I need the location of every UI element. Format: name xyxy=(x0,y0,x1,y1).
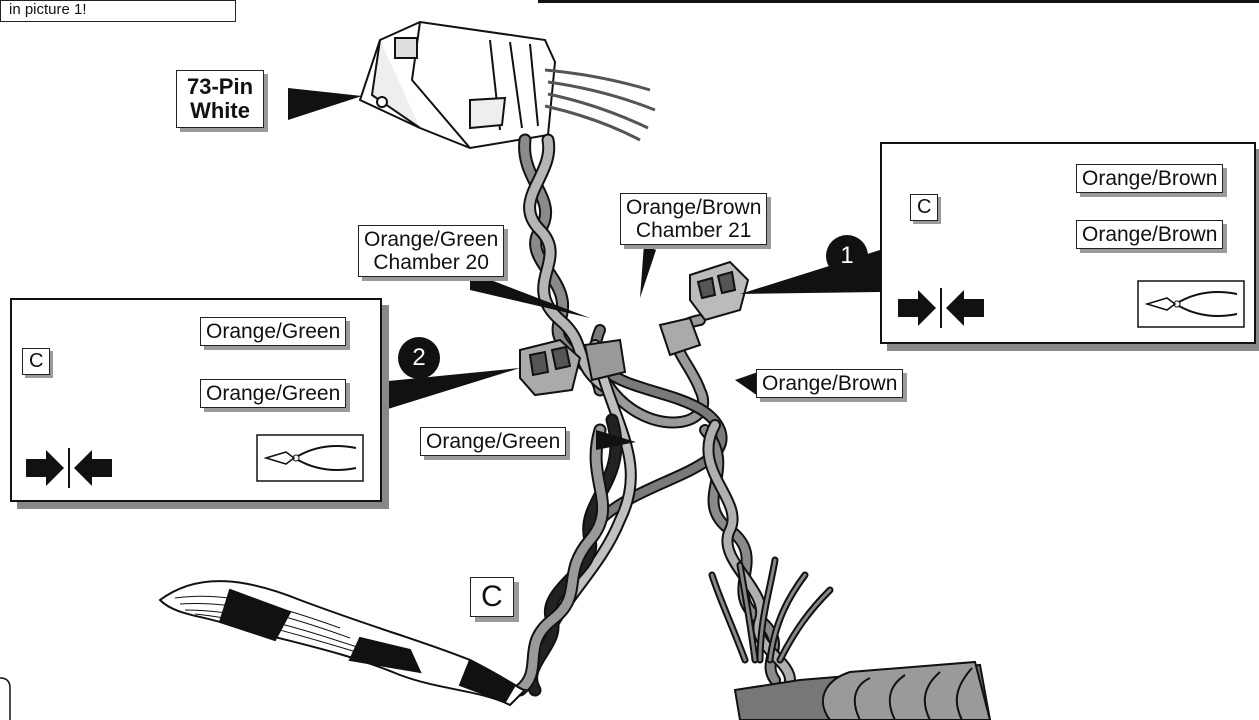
orange-brown-wire-label: Orange/Brown xyxy=(756,369,904,399)
wire-color-text: Orange/Green xyxy=(364,228,499,251)
splice-connector-2 xyxy=(519,338,627,397)
orange-brown-chamber-label: Orange/Brown Chamber 21 xyxy=(620,193,768,246)
splice-connector-1 xyxy=(658,260,750,357)
page-corner-fragment xyxy=(0,677,11,720)
top-rule xyxy=(538,0,1259,3)
push-together-icon xyxy=(898,288,984,328)
chamber-text: Chamber 21 xyxy=(635,219,752,243)
ribbon-cable xyxy=(158,580,528,707)
step1-connector-label: C xyxy=(910,194,939,221)
step2-panel: C Orange/Green Orange/Green xyxy=(10,298,382,502)
harness-connector-label: C xyxy=(470,577,514,617)
wire-color-text: Orange/Brown xyxy=(626,196,762,219)
twisted-pair-lower-left xyxy=(513,413,623,697)
chamber-text: Chamber 20 xyxy=(373,251,489,275)
step2-connector-label: C xyxy=(22,348,51,375)
step1-wire-bottom-label: Orange/Brown xyxy=(1076,220,1224,250)
push-together-icon xyxy=(26,448,112,488)
wire-bundle-top xyxy=(544,68,656,142)
step1-panel: C Orange/Brown Orange/Brown xyxy=(880,142,1256,344)
connector-name-line1: 73-Pin xyxy=(187,74,254,99)
connector-name-line2: White xyxy=(190,98,250,124)
harness-tape-wrap xyxy=(733,660,992,720)
note-box: in picture 1! xyxy=(0,0,236,22)
crimping-pliers-icon xyxy=(256,434,364,482)
connector-73-pin-label: 73-Pin White xyxy=(176,70,265,129)
step2-wire-top-label: Orange/Green xyxy=(200,317,347,347)
step1-badge: 1 xyxy=(826,235,868,277)
orange-green-wire-label: Orange/Green xyxy=(420,427,567,457)
step1-wire-top-label: Orange/Brown xyxy=(1076,164,1224,194)
twisted-pair-lower-right xyxy=(699,419,796,686)
note-text: in picture 1! xyxy=(9,1,87,18)
step2-wire-bottom-label: Orange/Green xyxy=(200,379,347,409)
crimping-pliers-icon xyxy=(1137,280,1245,328)
connector-73-pin-illustration xyxy=(358,20,557,150)
step2-badge: 2 xyxy=(398,337,440,379)
orange-green-chamber-label: Orange/Green Chamber 20 xyxy=(358,225,505,278)
